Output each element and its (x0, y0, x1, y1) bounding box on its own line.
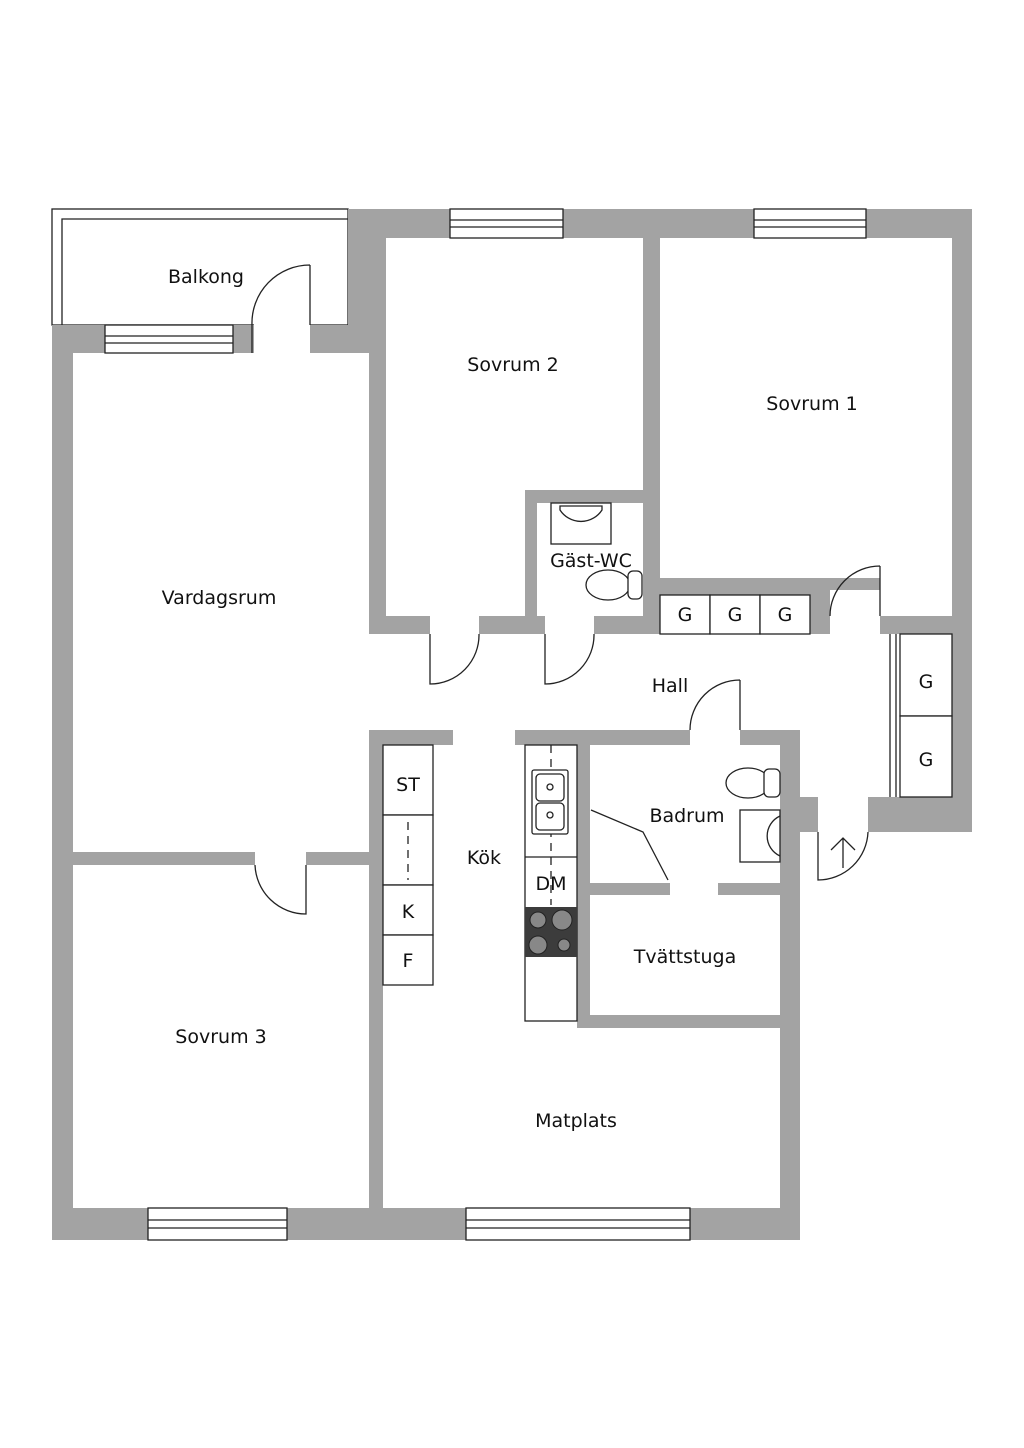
room-label-sovrum3: Sovrum 3 (175, 1026, 266, 1048)
entrance-arrow-icon (830, 837, 856, 868)
wardrobes (659, 594, 953, 798)
windows (104, 208, 867, 1241)
room-label-sovrum1: Sovrum 1 (766, 393, 857, 415)
room-label-kok: Kök (467, 847, 501, 869)
room-label-sovrum2: Sovrum 2 (467, 354, 558, 376)
wardrobe-label: G (919, 749, 934, 771)
room-label-gast-wc: Gäst-WC (550, 550, 632, 572)
room-label-matplats: Matplats (535, 1110, 617, 1132)
kitchen-sink-icon (531, 769, 569, 835)
shower-screen (590, 809, 669, 881)
toilet-icon (585, 569, 643, 601)
wardrobe-label: G (778, 604, 793, 626)
room-label-badrum: Badrum (649, 805, 724, 827)
balcony (51, 208, 349, 326)
fridge-label: K (402, 901, 415, 923)
room-label-balkong: Balkong (168, 266, 244, 288)
stove-icon (525, 907, 577, 957)
freezer-label: F (403, 950, 414, 972)
room-label-hall: Hall (652, 675, 689, 697)
storage-label: ST (396, 774, 420, 796)
wardrobe-label: G (678, 604, 693, 626)
room-label-vardagsrum: Vardagsrum (162, 587, 277, 609)
rooms (73, 238, 952, 1208)
sink-icon (550, 502, 612, 545)
sink-icon (739, 809, 781, 863)
wardrobe-label: G (728, 604, 743, 626)
dishwasher-label: DM (535, 873, 566, 895)
doors (251, 264, 897, 915)
wardrobe-label: G (919, 671, 934, 693)
toilet-icon (725, 767, 781, 799)
room-label-tvattstuga: Tvättstuga (633, 946, 737, 968)
